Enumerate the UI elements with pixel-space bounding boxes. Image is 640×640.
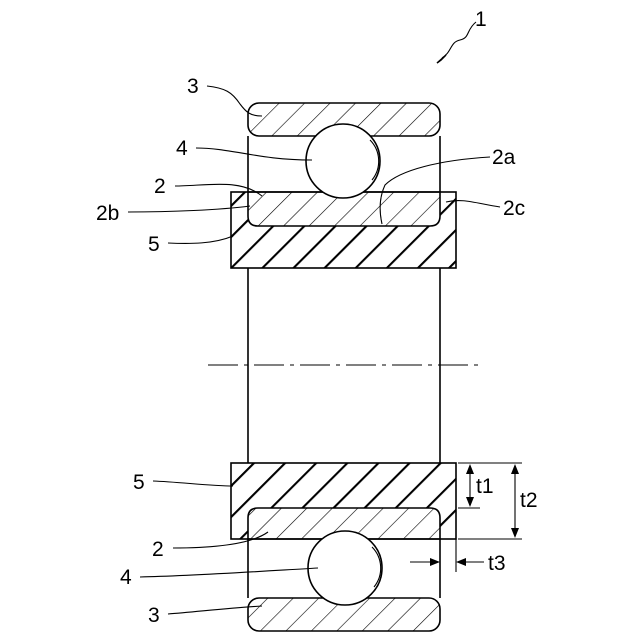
- label-t3: t3: [488, 552, 506, 575]
- label-inner-ring-bottom: 2: [152, 538, 164, 561]
- resin-layer-bottom: [231, 463, 456, 539]
- label-t1: t1: [476, 475, 494, 498]
- label-raceway: 2a: [492, 146, 516, 169]
- label-inner-ring-top: 2: [154, 175, 166, 198]
- label-edge-left: 2b: [96, 202, 119, 225]
- label-resin-bottom: 5: [133, 471, 145, 494]
- dimension-t3: [410, 539, 484, 572]
- label-assembly: 1: [475, 8, 487, 31]
- label-ball-top: 4: [176, 137, 188, 160]
- resin-layer-top: [231, 192, 456, 268]
- label-t2: t2: [520, 489, 538, 512]
- label-outer-ring-bottom: 3: [148, 604, 160, 627]
- label-outer-ring-top: 3: [187, 75, 199, 98]
- label-ball-bottom: 4: [120, 566, 132, 589]
- bore: [208, 268, 478, 463]
- label-edge-right: 2c: [503, 197, 525, 220]
- leader-assembly: [437, 22, 476, 63]
- ball-bottom: [308, 531, 382, 605]
- label-resin-top: 5: [148, 233, 160, 256]
- ball-top: [306, 124, 380, 198]
